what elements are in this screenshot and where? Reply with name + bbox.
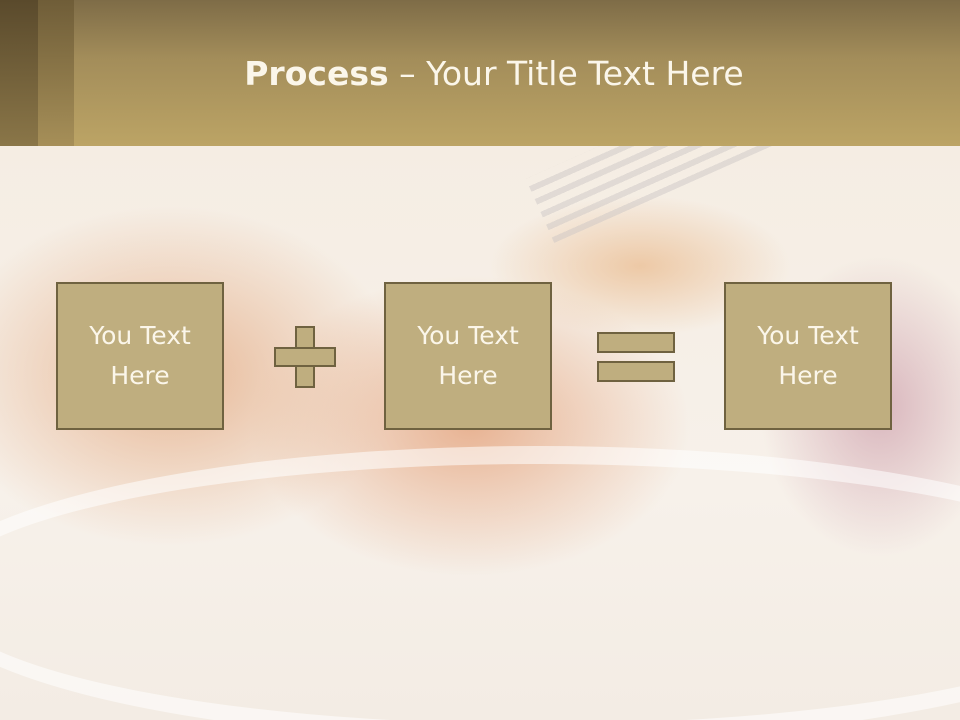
plate-shape bbox=[0, 446, 960, 720]
process-box-2[interactable]: You Text Here bbox=[384, 282, 552, 430]
accent-strip-light bbox=[38, 0, 74, 146]
process-box-2-text: You Text Here bbox=[417, 321, 519, 390]
process-box-3-text: You Text Here bbox=[757, 321, 859, 390]
equals-icon-top-bar bbox=[597, 332, 675, 353]
title-band: Process – Your Title Text Here bbox=[0, 0, 960, 146]
title-bold: Process bbox=[244, 54, 389, 93]
background-food-photo bbox=[0, 146, 960, 720]
process-box-1[interactable]: You Text Here bbox=[56, 282, 224, 430]
plus-icon bbox=[274, 326, 336, 388]
title-rest: – Your Title Text Here bbox=[388, 54, 744, 93]
plus-icon-center bbox=[297, 349, 313, 365]
fork-shape bbox=[525, 146, 938, 243]
equals-icon-bottom-bar bbox=[597, 361, 675, 382]
process-box-1-text: You Text Here bbox=[89, 321, 191, 390]
process-box-3[interactable]: You Text Here bbox=[724, 282, 892, 430]
accent-strip-dark bbox=[0, 0, 38, 146]
slide-title[interactable]: Process – Your Title Text Here bbox=[74, 52, 914, 96]
